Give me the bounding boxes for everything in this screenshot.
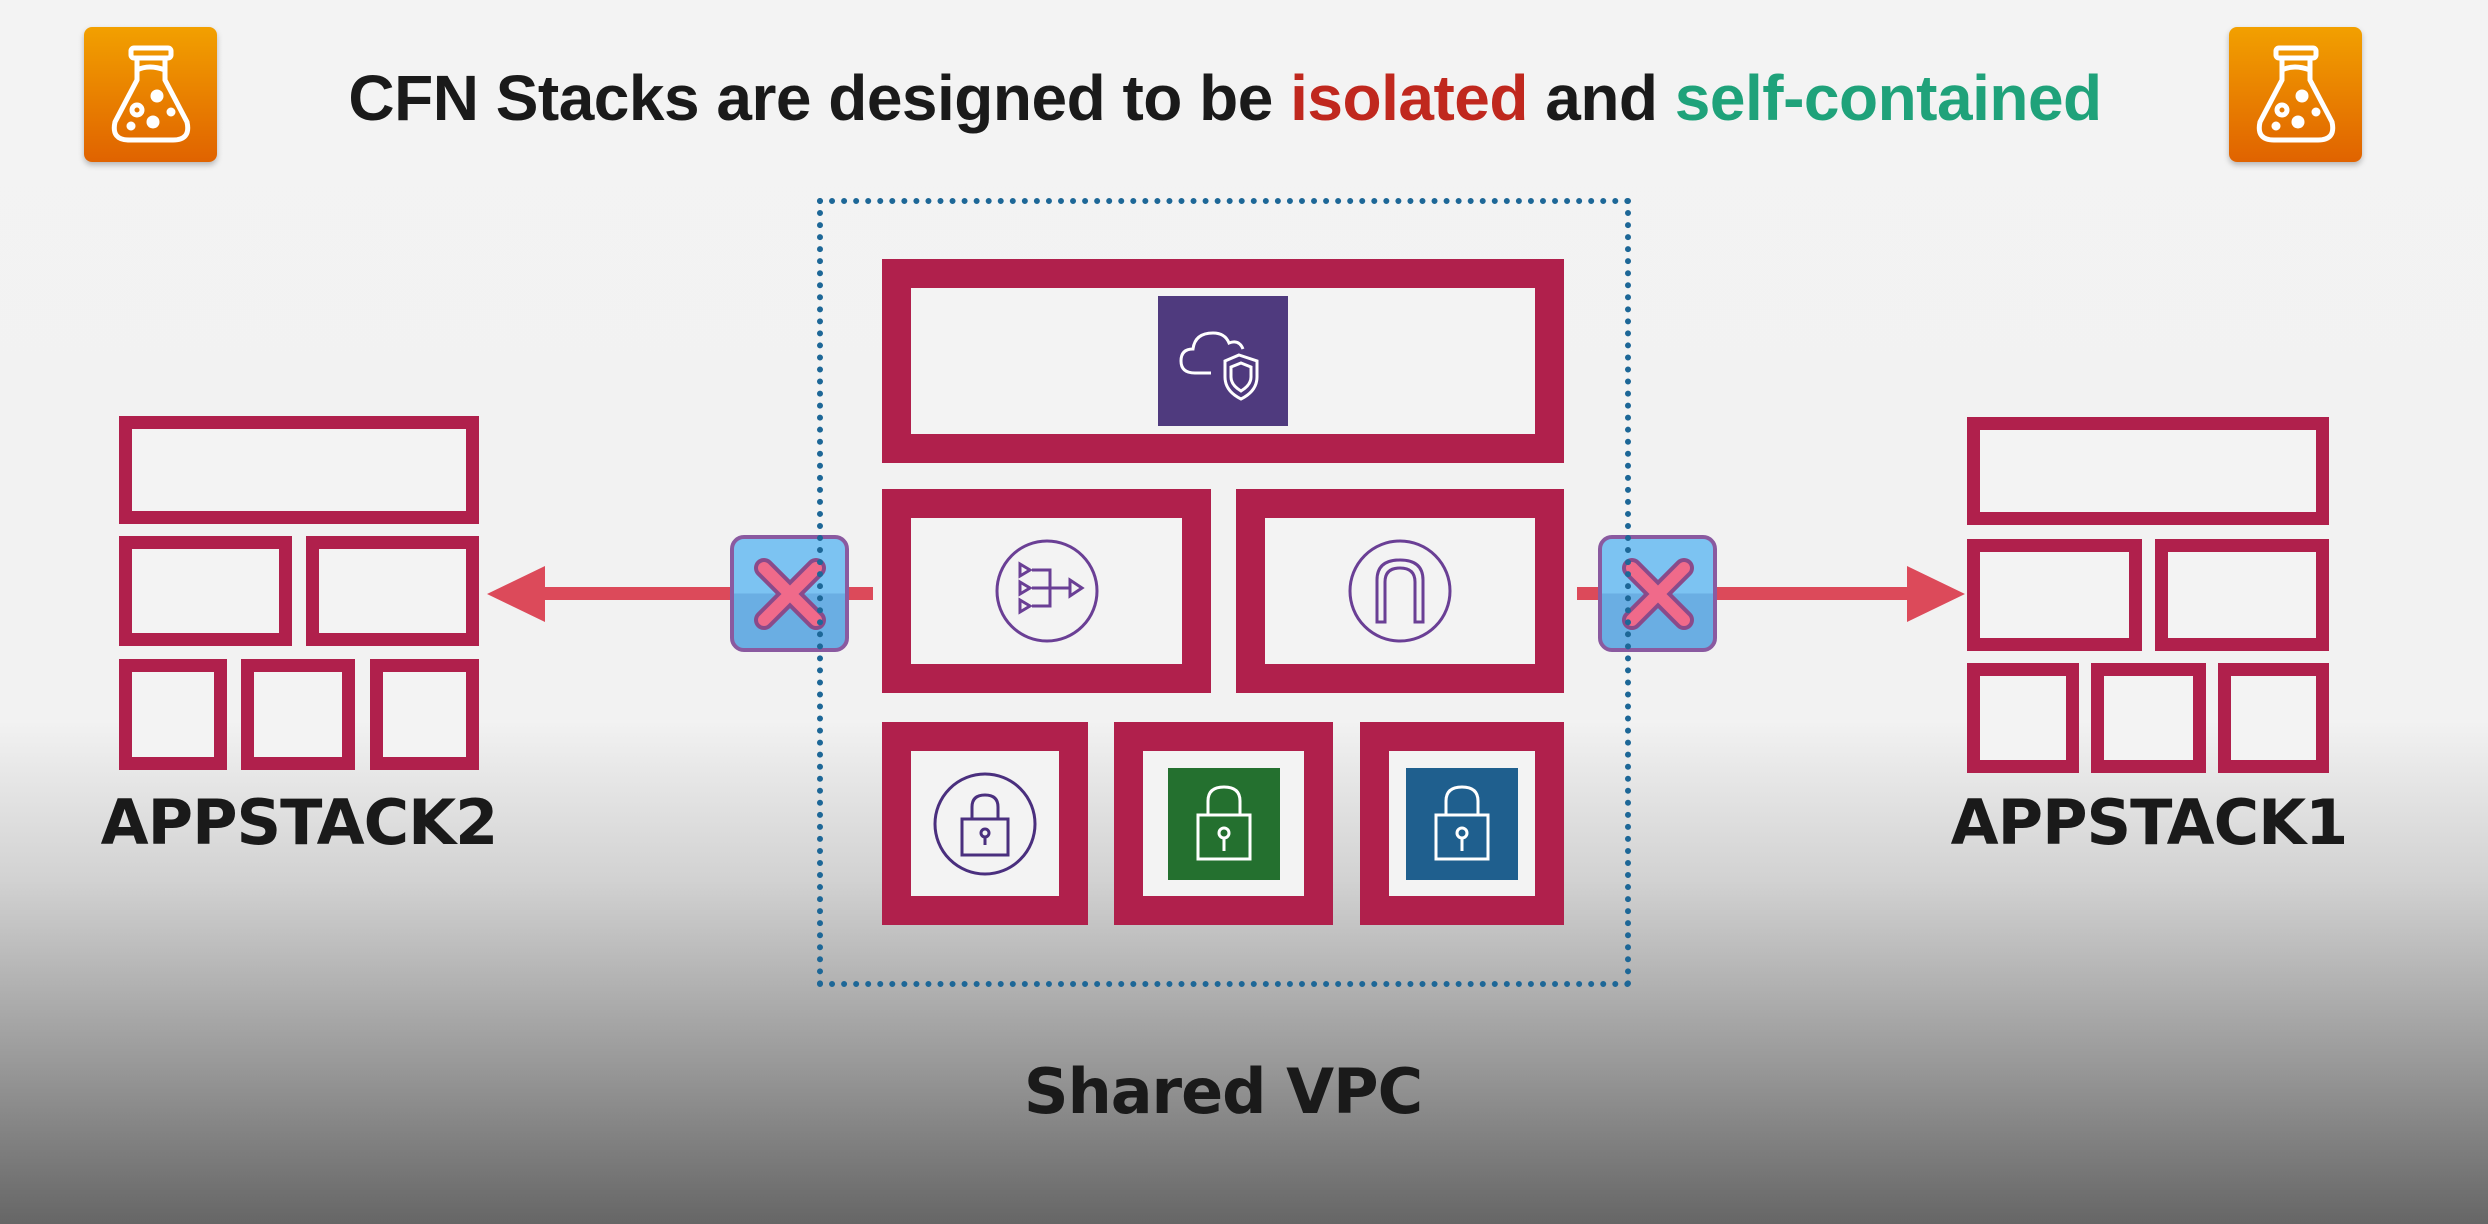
stack-resource <box>370 659 479 770</box>
stack-resource <box>1967 417 2329 525</box>
stack-resource <box>1967 539 2142 651</box>
lock-blue-icon <box>1406 767 1518 880</box>
vpc-resource <box>1114 722 1333 925</box>
shared-vpc-label: Shared VPC <box>1023 1055 1423 1128</box>
title-text: CFN Stacks are designed to be <box>348 62 1291 134</box>
vpc-resource <box>1236 489 1564 693</box>
arrow-right-head-icon <box>1907 566 1965 622</box>
lock-circle-icon <box>933 772 1037 875</box>
shared-vpc-boundary <box>817 198 1631 987</box>
appstack1-label: APPSTACK1 <box>1950 786 2349 859</box>
vpc-resource <box>882 259 1564 463</box>
stack-resource <box>119 536 292 646</box>
slide-title: CFN Stacks are designed to be isolated a… <box>348 50 2102 146</box>
cloud-shield-icon <box>1158 296 1288 426</box>
blocked-x-icon <box>1598 535 1717 652</box>
stack-resource <box>119 659 227 770</box>
title-text: and <box>1527 62 1675 134</box>
slide-title-area: CFN Stacks are designed to be isolated a… <box>240 50 2210 146</box>
title-self-contained: self-contained <box>1674 62 2102 134</box>
arrow-left-head-icon <box>487 566 545 622</box>
nat-gateway-icon <box>995 539 1098 643</box>
flask-icon <box>2229 27 2362 162</box>
stack-resource <box>2091 663 2206 773</box>
internet-gateway-icon <box>1348 539 1452 643</box>
stack-resource <box>2218 663 2329 773</box>
flask-icon <box>84 27 217 162</box>
vpc-resource <box>882 722 1088 925</box>
appstack2-label: APPSTACK2 <box>100 786 499 859</box>
stack-resource <box>241 659 355 770</box>
lock-green-icon <box>1167 767 1280 880</box>
stack-resource <box>2155 539 2329 651</box>
vpc-resource <box>1360 722 1564 925</box>
blocked-x-icon <box>730 535 849 652</box>
title-isolated: isolated <box>1290 62 1528 134</box>
stack-resource <box>119 416 479 524</box>
stack-resource <box>1967 663 2079 773</box>
vpc-resource <box>882 489 1211 693</box>
stack-resource <box>306 536 479 646</box>
